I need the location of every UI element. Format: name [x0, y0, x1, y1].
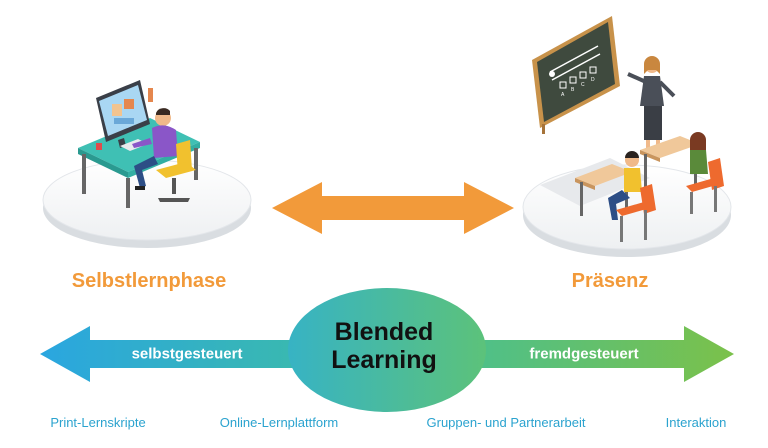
- bottom-item-interaction: Interaktion: [665, 415, 727, 430]
- chalk-letter-d: D: [591, 77, 595, 83]
- student-girl: [690, 132, 708, 174]
- classroom-chairs: [616, 158, 724, 242]
- left-platform: [42, 159, 252, 248]
- chalk-letter-b: B: [571, 87, 575, 93]
- bottom-item-print-scripts: Print-Lernskripte: [50, 415, 146, 430]
- chalk-letter-c: C: [581, 82, 585, 88]
- self-directed-label: selbstgesteuert: [131, 345, 243, 363]
- blended-learning-title-line1: Blended: [334, 318, 434, 346]
- bottom-item-group-work: Gruppen- und Partnerarbeit: [426, 415, 586, 430]
- chalk-letter-a: A: [561, 92, 565, 98]
- chalkboard: A B C D: [532, 16, 620, 134]
- blended-learning-ellipse: [288, 288, 486, 412]
- externally-directed-label: fremdgesteuert: [529, 345, 639, 363]
- bottom-item-online-platform: Online-Lernplattform: [219, 415, 339, 430]
- office-chair: [156, 140, 196, 202]
- blended-learning-title-line2: Learning: [331, 346, 437, 374]
- study-desk-illustration: [78, 80, 200, 208]
- teacher-person: [627, 56, 676, 150]
- student-person: [132, 108, 178, 190]
- presence-phase-label: Präsenz: [571, 270, 649, 292]
- self-study-phase-label: Selbstlernphase: [71, 270, 227, 292]
- monitor: [96, 80, 150, 148]
- student-boy: [608, 151, 642, 220]
- exchange-double-arrow: [272, 182, 514, 234]
- blended-learning-title: Blended Learning: [331, 318, 437, 374]
